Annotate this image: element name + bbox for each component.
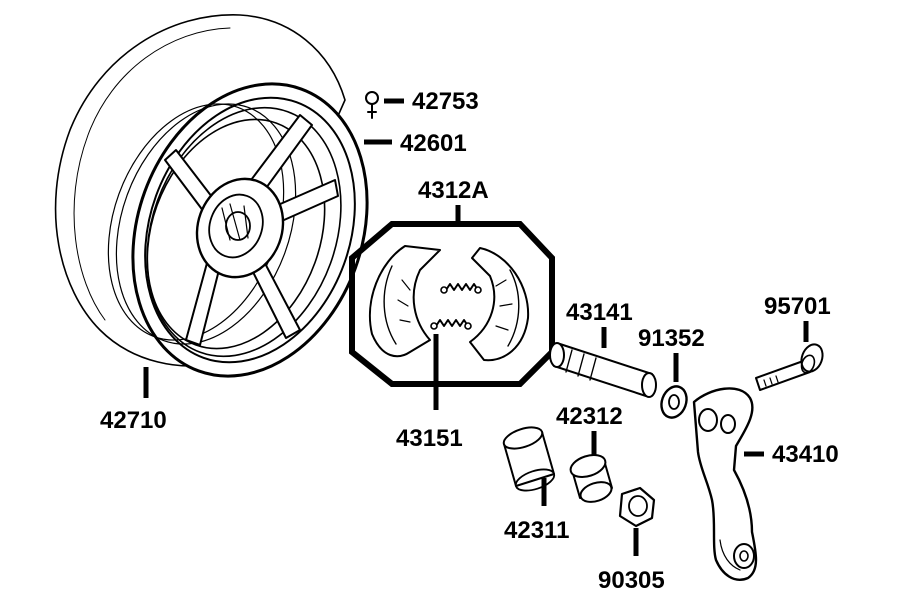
spacer-part: 42311 (502, 426, 569, 544)
label-42311: 42311 (504, 517, 569, 544)
kit-octagon (349, 221, 555, 387)
washer-part: 91352 (638, 325, 705, 419)
label-43410: 43410 (772, 441, 839, 468)
label-43151: 43151 (396, 425, 463, 452)
brake-arm: 43410 (692, 387, 839, 581)
nut-part: 90305 (598, 486, 665, 594)
label-4312A: 4312A (418, 177, 489, 204)
label-42753: 42753 (412, 88, 479, 115)
label-43141: 43141 (566, 299, 633, 326)
label-42601: 42601 (400, 130, 467, 157)
brake-cam-shaft: 43141 (549, 299, 657, 398)
bushing-part: 42312 (556, 403, 623, 503)
brake-shoe-kit: 4312A 43151 (349, 177, 555, 452)
rim (107, 82, 369, 378)
label-42312: 42312 (556, 403, 623, 430)
valve-stem-part: 42753 (365, 88, 479, 119)
label-95701: 95701 (764, 293, 831, 320)
wheel-assembly (54, 14, 369, 378)
bolt-part: 95701 (755, 293, 831, 391)
label-90305: 90305 (598, 567, 665, 594)
label-42710: 42710 (100, 407, 167, 434)
label-91352: 91352 (638, 325, 705, 352)
